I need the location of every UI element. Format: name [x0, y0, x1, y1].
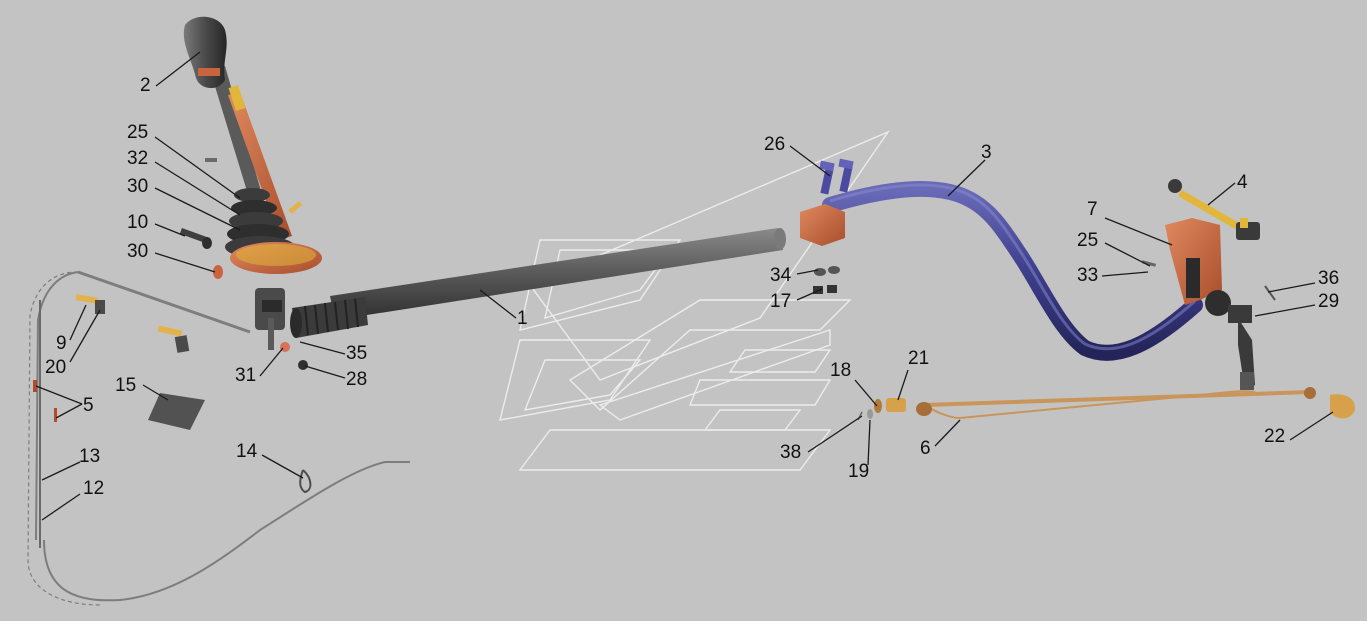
callout-31: 31	[235, 365, 256, 386]
callout-36: 36	[1318, 268, 1339, 289]
callout-33: 33	[1077, 265, 1098, 286]
washer-19	[867, 409, 873, 419]
callout-21: 21	[908, 348, 929, 369]
pin-33	[1141, 260, 1157, 267]
nut-28	[298, 360, 308, 370]
callout-28: 28	[346, 369, 367, 390]
callout-14: 14	[236, 441, 258, 462]
callout-12: 12	[83, 478, 104, 499]
cable-clamp-5a	[33, 380, 37, 392]
callout-30: 30	[127, 176, 148, 197]
cable-clamp-5b	[54, 408, 57, 422]
washer-30	[213, 265, 223, 279]
callout-1: 1	[517, 308, 528, 329]
callout-2: 2	[140, 75, 151, 96]
pin-25	[288, 200, 303, 214]
cap-22	[1330, 394, 1356, 419]
callout-15: 15	[115, 375, 136, 396]
knob-ring	[198, 68, 220, 76]
callout-3: 3	[981, 142, 992, 163]
bar-clamp	[800, 204, 845, 246]
callout-18: 18	[830, 360, 851, 381]
control-rod-1	[290, 228, 786, 338]
pin-36	[1264, 285, 1276, 301]
callout-34: 34	[770, 265, 792, 286]
callout-29: 29	[1318, 291, 1339, 312]
bolt-10	[179, 228, 212, 249]
callout-38: 38	[780, 442, 801, 463]
leader-lines	[35, 51, 1334, 521]
callout-30-lower: 30	[127, 241, 148, 262]
clip-20	[95, 300, 105, 314]
callout-17: 17	[770, 291, 791, 312]
callout-20: 20	[45, 357, 66, 378]
bolts-26	[819, 158, 854, 195]
callout-6: 6	[920, 438, 931, 459]
callout-25-right: 25	[1077, 230, 1098, 251]
callout-35: 35	[346, 343, 367, 364]
callout-22: 22	[1264, 426, 1285, 447]
shift-bar-3	[800, 180, 1203, 361]
rod-6-assembly	[857, 387, 1356, 421]
washer-18	[874, 399, 882, 413]
callout-9: 9	[56, 333, 67, 354]
small-parts-left	[75, 294, 312, 494]
callout-26: 26	[764, 134, 785, 155]
gear-knob-2	[183, 16, 227, 89]
rod-bellows	[290, 297, 368, 338]
fitting-21	[886, 398, 906, 412]
gear-lever-assembly	[179, 16, 322, 370]
pivot-29	[1205, 290, 1255, 390]
callout-5: 5	[83, 395, 94, 416]
callout-7: 7	[1087, 199, 1098, 220]
callout-13: 13	[79, 446, 100, 467]
plate-15	[148, 393, 205, 430]
cable-assembly	[27, 270, 410, 606]
pin-9	[75, 294, 99, 304]
pin-extra	[157, 325, 183, 337]
clip-14	[299, 469, 312, 494]
callout-10: 10	[127, 212, 148, 233]
lever-marker	[228, 85, 246, 111]
callout-32: 32	[127, 148, 148, 169]
right-bracket-7	[1141, 179, 1276, 390]
screw	[205, 158, 217, 162]
callout-4: 4	[1237, 172, 1248, 193]
clip-extra	[174, 335, 190, 353]
lever-4	[1168, 179, 1260, 240]
callout-25: 25	[127, 122, 148, 143]
callout-labels: 2 25 32 30 10 30 9 20 5 15 13 12 14 31 3…	[45, 75, 1339, 499]
callout-19: 19	[848, 461, 869, 482]
